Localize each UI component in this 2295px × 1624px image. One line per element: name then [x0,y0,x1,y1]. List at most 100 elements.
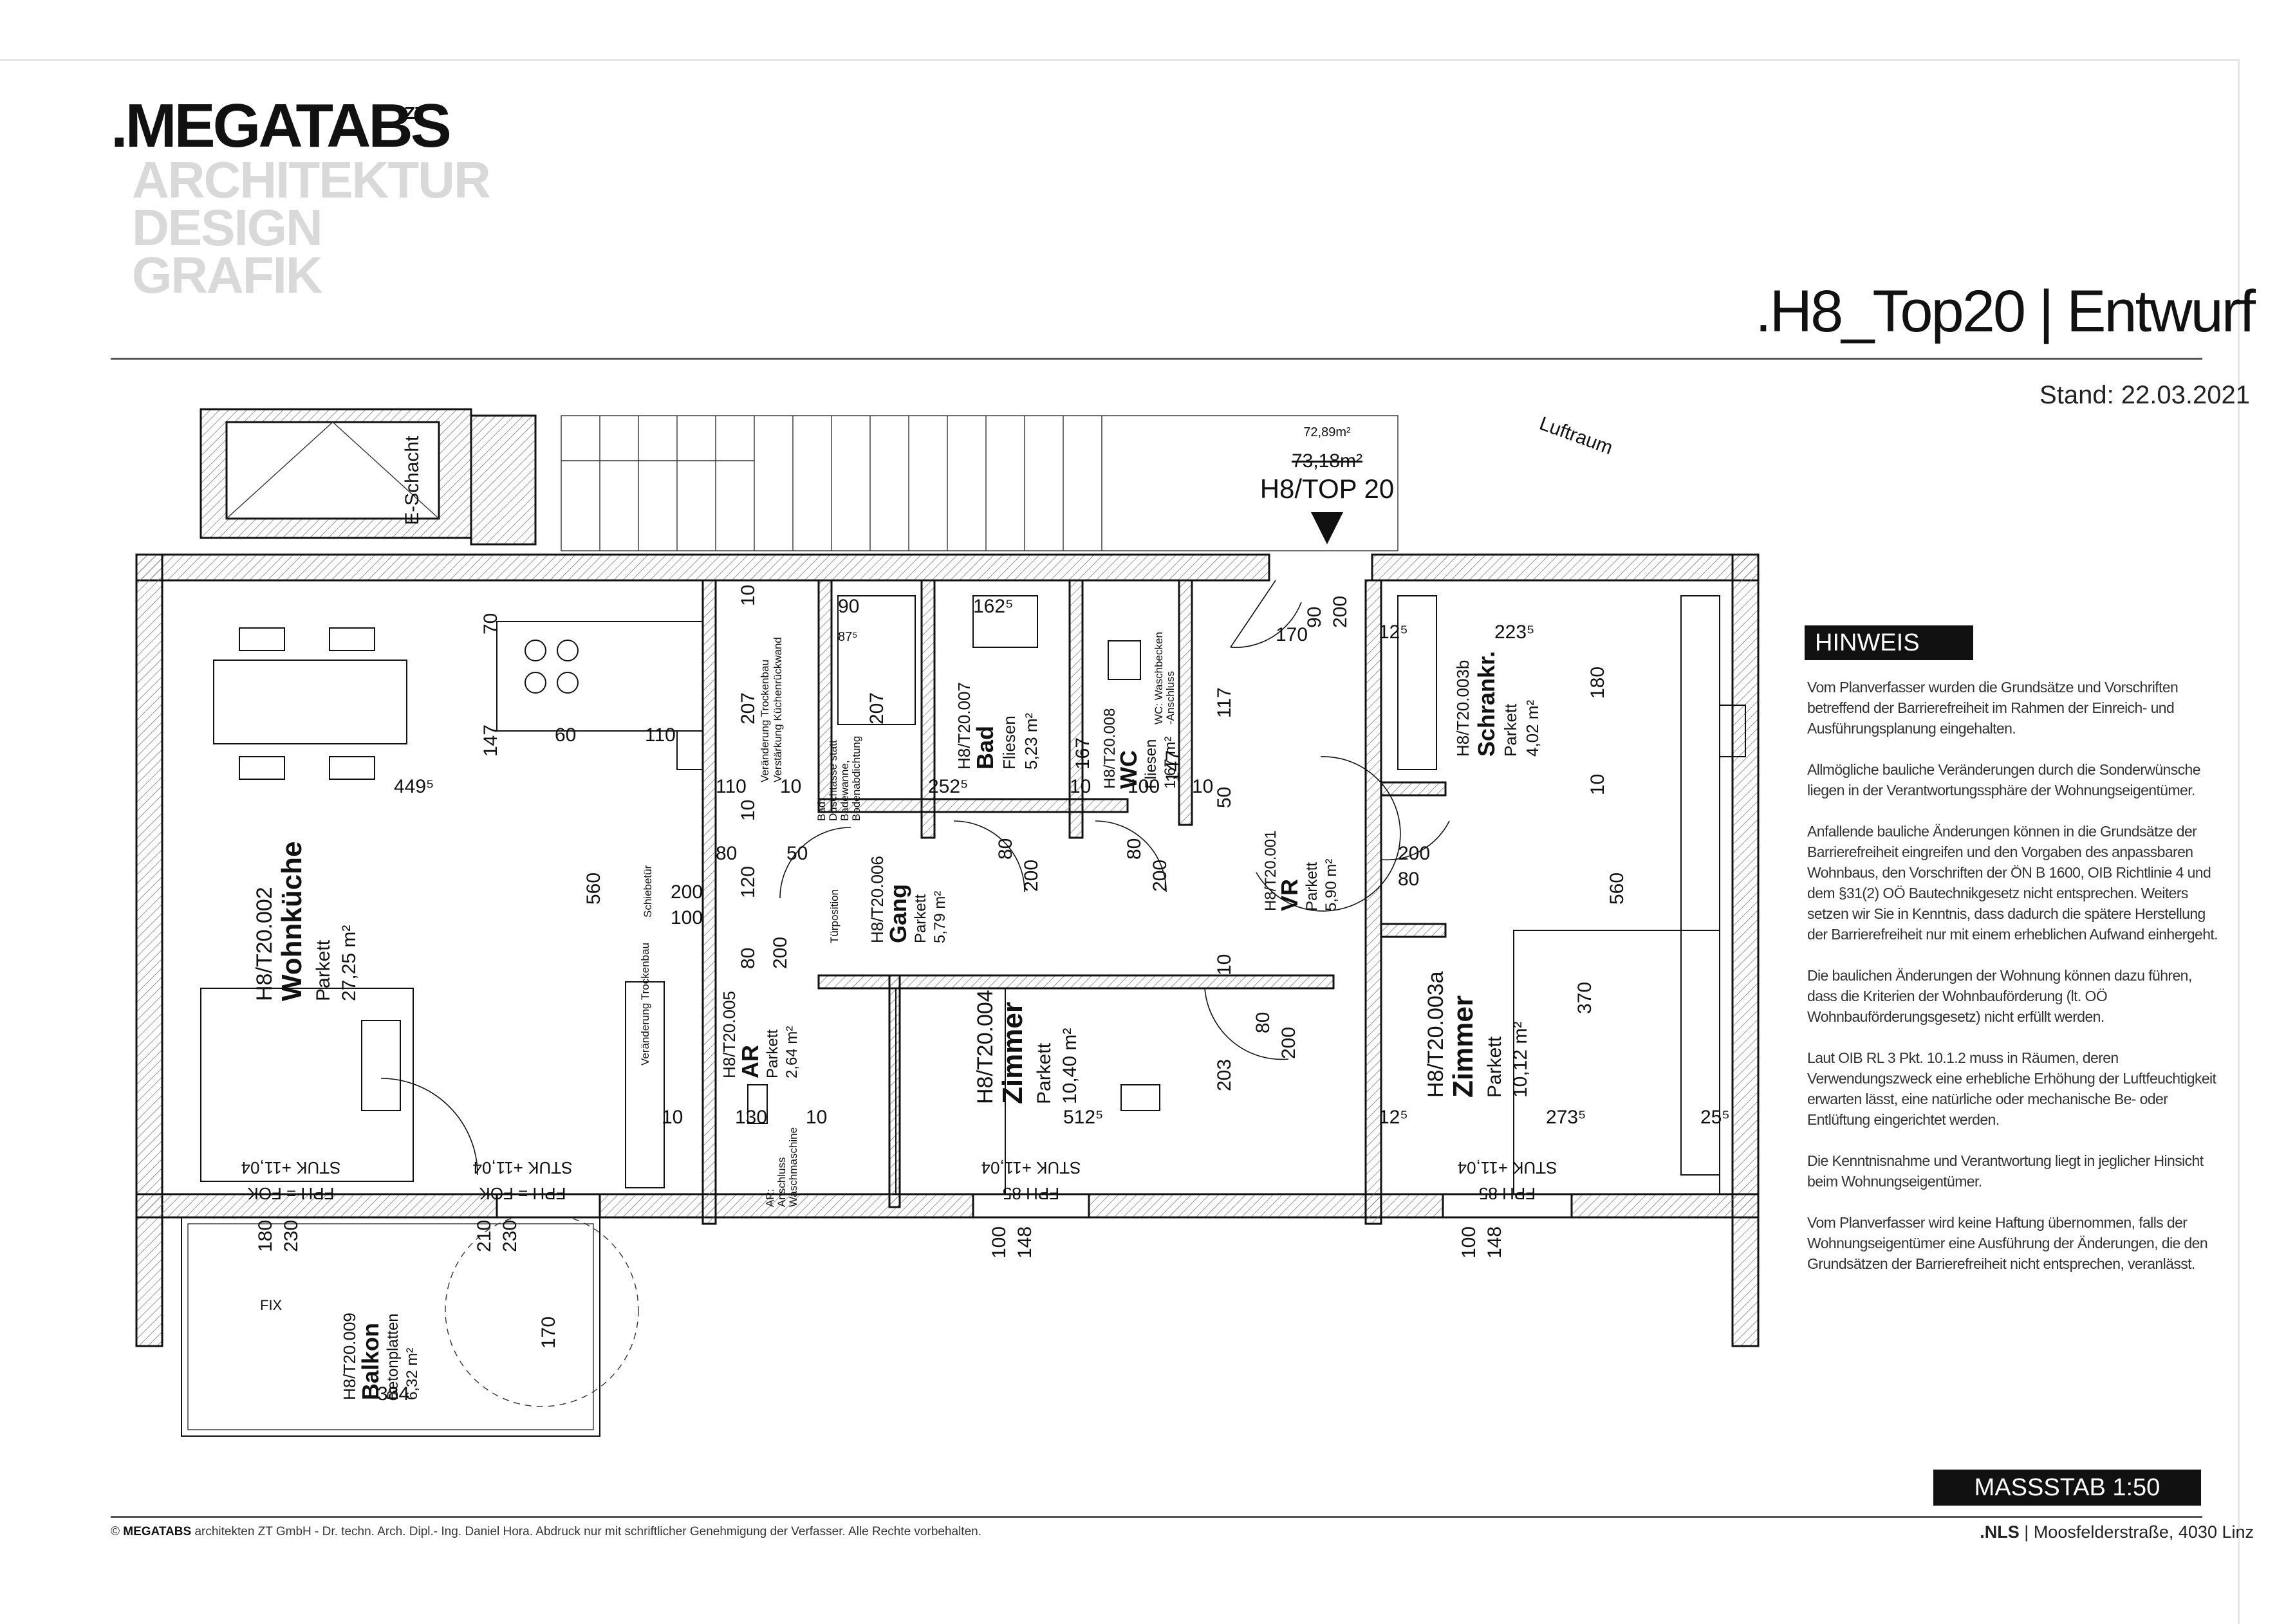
hinweis-paragraph: Vom Planverfasser wird keine Haftung übe… [1807,1214,2208,1272]
fph-label: FPH = FOK [247,1184,335,1203]
room-wohnkueche: H8/T20.002 Wohnküche Parkett 27,25 m² [252,841,360,1001]
dim-label: 273⁵ [1546,1107,1586,1128]
dim-label: 147 [480,724,501,757]
room-id: H8/T20.003b [1453,660,1473,757]
note-text: Türposition [828,889,841,943]
hinweis-paragraph: Allmögliche bauliche Veränderungen durch… [1807,761,2201,798]
room-id: H8/T20.002 [252,887,277,1001]
dim-label: 170 [538,1316,559,1349]
room-name: AR [737,1045,763,1078]
room-wc: H8/T20.008 WC Fliesen 1,67 m² [1101,708,1179,789]
dim-label: 170 [1276,624,1308,645]
room-area: 4,02 m² [1523,700,1542,757]
project-address: .NLS | Moosfelderstraße, 4030 Linz [1980,1522,2254,1542]
dim-label: 80 [995,838,1016,860]
room-schrankraum: H8/T20.003b Schrankr. Parkett 4,02 m² [1453,651,1542,757]
tagline-design: DESIGN [132,199,323,256]
dim-label: 167 [1072,737,1093,770]
room-balkon: H8/T20.009 Balkon Betonplatten 6,32 m² [340,1313,421,1400]
room-name: Schrankr. [1473,651,1500,757]
dim-label: 80 [738,948,759,969]
room-area: 1,67 m² [1162,737,1179,789]
room-id: H8/T20.004 [973,990,998,1104]
room-name: WC [1115,750,1142,789]
title-separator: | [2038,279,2054,344]
stuk-label: STUK +11,04 [241,1158,341,1177]
room-floor: Parkett [1501,703,1520,757]
floor-plan: E-Schacht Luftraum [111,408,1760,1454]
room-floor: Parkett [764,1029,781,1078]
dim-label: 117 [1214,687,1235,718]
footer-divider [111,1516,2202,1518]
room-floor: Fliesen [1142,739,1160,789]
drawing-title: .H8_Top20 | Entwurf [1755,279,2256,344]
room-floor: Parkett [1034,1042,1055,1104]
dim-label: 230 [281,1220,302,1252]
dim-label: 180 [255,1220,276,1252]
dim-label: 200 [1149,860,1171,892]
copyright-symbol: © [111,1525,120,1538]
dim-label: 10 [738,800,759,821]
dim-label: 10 [1587,774,1608,795]
room-name: Gang [885,884,911,943]
dim-label: 200 [1398,843,1430,864]
note-text: Verstärkung Küchenrückwand [772,637,784,782]
dim-label: 210 [474,1220,495,1252]
stuk-label: STUK +11,04 [1458,1158,1557,1177]
dim-label: 80 [1252,1012,1274,1033]
room-area: 10,12 m² [1510,1022,1531,1098]
room-bad: H8/T20.007 Bad Fliesen 5,23 m² [954,682,1041,770]
balcony-outline [181,1217,600,1437]
dim-label: 80 [1124,838,1145,860]
dim-label: 100 [1458,1226,1480,1259]
room-floor: Parkett [912,894,929,943]
room-id: H8/T20.003a [1424,971,1448,1098]
unit-label: H8/TOP 20 [1260,474,1395,504]
level-annotations: STUK +11,04 FPH = FOK STUK +11,04 FPH = … [241,1158,1557,1203]
dim-label: 512⁵ [1063,1107,1104,1128]
dim-label: 87⁵ [838,630,858,644]
entry-arrow-icon [1311,512,1343,544]
tagline-architektur: ARCHITEKTUR [132,151,491,208]
copyright-notice: © MEGATABS architekten ZT GmbH - Dr. tec… [111,1525,981,1539]
note-text: Duschtasse statt [827,740,839,821]
dim-label: 560 [1606,872,1628,905]
dim-label: 384 [377,1383,409,1405]
note-text: Badewanne, [839,760,851,821]
room-name: VR [1276,879,1303,911]
dim-label: 252⁵ [928,776,969,797]
room-id: H8/T20.009 [340,1313,359,1400]
dim-label: 207 [738,692,759,724]
unit-area-new: 72,89m² [1303,425,1351,439]
tagline-grafik: GRAFIK [132,246,323,304]
room-vr: H8/T20.001 VR Parkett 5,90 m² [1262,831,1340,911]
room-id: H8/T20.006 [868,856,887,943]
room-floor: Parkett [1484,1036,1505,1098]
dim-label: 10 [1214,954,1235,975]
dim-label: 100 [989,1226,1010,1259]
room-floor: Parkett [313,939,334,1001]
note-text: Bad: [815,798,828,821]
hinweis-title: HINWEIS [1805,625,1973,660]
note-text: Anschluss [776,1158,788,1207]
room-zimmer-2: H8/T20.003a Zimmer Parkett 10,12 m² [1424,971,1531,1098]
dim-label: 203 [1214,1059,1235,1091]
hinweis-paragraph: Laut OIB RL 3 Pkt. 10.1.2 muss in Räumen… [1807,1049,2216,1128]
dim-label: 80 [716,843,737,864]
drawing-stage: Entwurf [2067,279,2256,344]
luftraum-label: Luftraum [1537,413,1616,459]
dim-label: 560 [583,872,604,905]
address-text: | Moosfelderstraße, 4030 Linz [2019,1522,2254,1542]
hinweis-paragraph: Die baulichen Änderungen der Wohnung kön… [1807,967,2192,1025]
room-name: Zimmer [997,1002,1028,1104]
dim-label: 110 [645,724,676,746]
dim-label: 10 [1192,776,1213,797]
room-ar: H8/T20.005 AR Parkett 2,64 m² [720,991,801,1078]
note-text: Bodenabdichtung [850,736,862,821]
hinweis-body: Vom Planverfasser wurden die Grundsätze … [1807,677,2219,1295]
dim-label: 100 [671,907,703,928]
note-text: WC: Waschbecken [1153,632,1165,724]
room-area: 5,79 m² [931,891,949,943]
dim-label: 200 [671,881,703,903]
dim-label: 148 [1484,1226,1505,1259]
